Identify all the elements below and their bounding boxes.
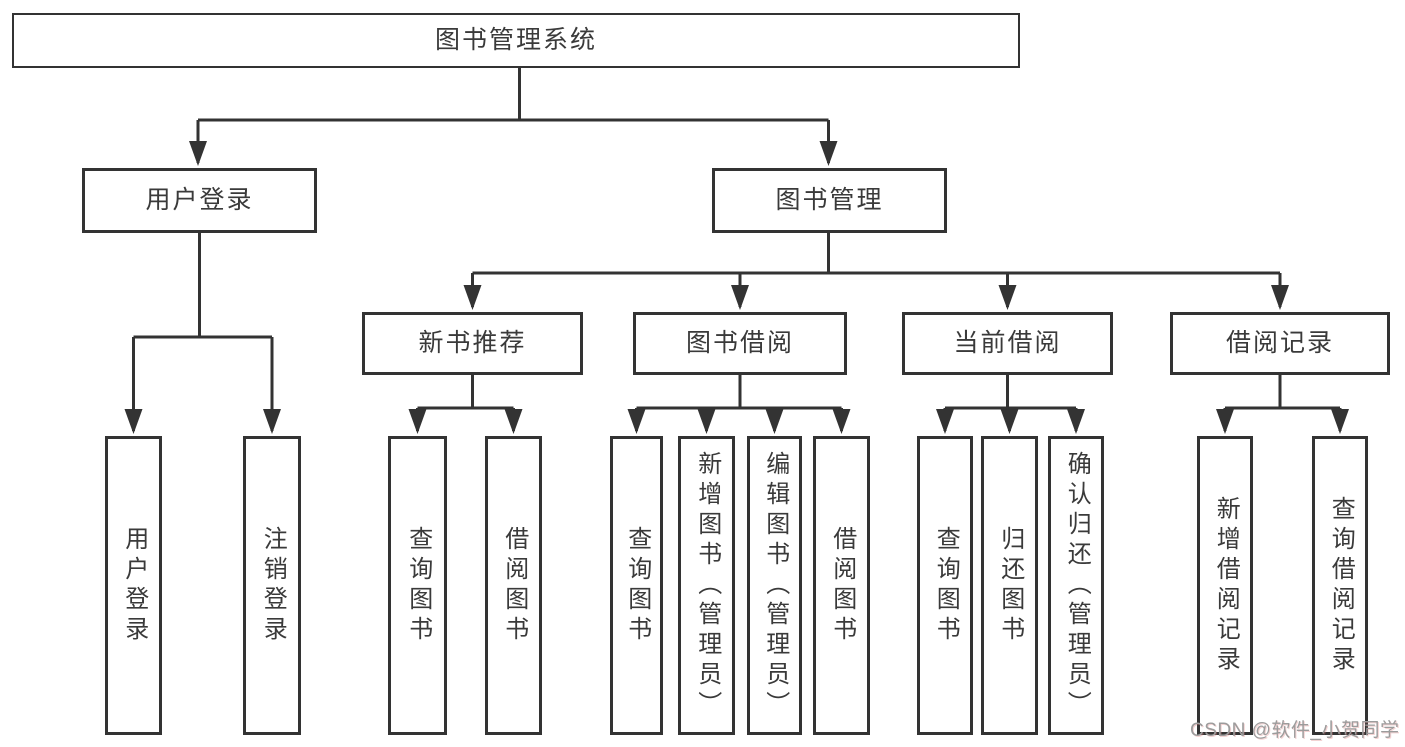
node-label: 当前借阅	[953, 329, 1062, 357]
arrowhead	[627, 409, 646, 434]
arrowhead	[832, 409, 851, 434]
arrowhead	[463, 285, 482, 310]
node-label: 新增借阅记录	[1212, 495, 1240, 676]
arrowhead	[1067, 409, 1085, 434]
arrowhead	[765, 409, 784, 434]
node-leaf-user-login: 用户登录	[105, 436, 162, 735]
node-bb-add-book-admin: 新增图书（管理员）	[678, 436, 735, 735]
arrowhead	[124, 409, 143, 434]
node-label: 借阅记录	[1225, 329, 1334, 357]
arrowhead	[189, 141, 207, 166]
node-bb-borrow-book: 借阅图书	[813, 436, 870, 735]
arrowhead	[408, 409, 427, 434]
connector-lines	[132, 68, 1342, 431]
node-label: 用户登录	[145, 186, 254, 214]
arrowheads	[124, 141, 1349, 434]
node-label: 查询图书	[932, 525, 960, 646]
node-label: 借阅图书	[500, 525, 528, 646]
arrowhead	[1271, 285, 1289, 310]
arrowhead	[263, 409, 281, 434]
node-label: 注销登录	[259, 525, 287, 646]
node-label: 借阅图书	[828, 525, 856, 646]
arrowhead	[504, 409, 523, 434]
arrowhead	[1000, 409, 1019, 434]
node-label: 归还图书	[996, 525, 1024, 646]
arrowhead	[1216, 409, 1234, 434]
node-label: 图书管理	[775, 186, 884, 214]
node-label: 确认归还（管理员）	[1063, 450, 1091, 721]
node-system-root: 图书管理系统	[12, 13, 1020, 68]
arrowhead	[697, 409, 716, 434]
node-label: 新书推荐	[418, 329, 527, 357]
node-label: 查询借阅记录	[1327, 495, 1355, 676]
node-book-management: 图书管理	[712, 168, 947, 233]
node-bb-query-book: 查询图书	[610, 436, 663, 735]
node-label: 用户登录	[120, 525, 148, 646]
arrowhead	[819, 141, 838, 166]
csdn-watermark: CSDN @软件_小贺同学	[1190, 720, 1400, 741]
node-user-login: 用户登录	[82, 168, 317, 233]
node-borrow-records: 借阅记录	[1170, 312, 1390, 375]
arrowhead	[998, 285, 1017, 310]
node-rec-borrow-book: 借阅图书	[485, 436, 542, 735]
node-label: 查询图书	[404, 525, 432, 646]
node-new-book-recommend: 新书推荐	[362, 312, 583, 375]
node-current-borrow: 当前借阅	[902, 312, 1113, 375]
arrowhead	[731, 285, 749, 310]
arrowhead	[936, 409, 954, 434]
node-label: 编辑图书（管理员）	[761, 450, 789, 721]
node-bb-edit-book-admin: 编辑图书（管理员）	[747, 436, 802, 735]
node-cb-confirm-return-admin: 确认归还（管理员）	[1048, 436, 1104, 735]
node-label: 图书借阅	[685, 329, 794, 357]
node-cb-query-book: 查询图书	[917, 436, 973, 735]
node-label: 查询图书	[623, 525, 651, 646]
node-br-query-record: 查询借阅记录	[1312, 436, 1368, 735]
node-rec-query-book: 查询图书	[388, 436, 447, 735]
node-cb-return-book: 归还图书	[981, 436, 1038, 735]
node-leaf-logout: 注销登录	[243, 436, 301, 735]
node-book-borrow: 图书借阅	[633, 312, 847, 375]
arrowhead	[1331, 409, 1349, 434]
node-label: 图书管理系统	[434, 26, 597, 54]
node-label: 新增图书（管理员）	[693, 450, 721, 721]
node-br-add-record: 新增借阅记录	[1197, 436, 1253, 735]
